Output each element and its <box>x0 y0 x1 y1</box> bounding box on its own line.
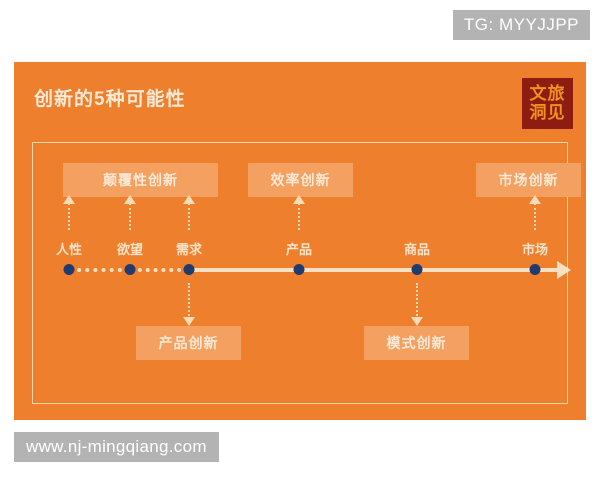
axis-segment <box>299 268 417 272</box>
connector-arrow-icon <box>183 195 195 204</box>
brand-logo: 文旅 洞见 <box>522 78 573 129</box>
timeline-node-label: 需求 <box>175 242 203 257</box>
connector-line <box>68 203 70 230</box>
innovation-box: 模式创新 <box>364 326 469 360</box>
connector-arrow-icon <box>293 195 305 204</box>
connector-line <box>298 203 300 230</box>
connector-arrow-icon <box>411 317 423 326</box>
diagram-frame: 人性 欲望 需求 产品 商品 市场 颠覆性创新效率创新 市场创新产品创新 模式创新 <box>32 142 581 405</box>
axis-segment-tail <box>535 268 557 272</box>
connector-line <box>188 203 190 230</box>
timeline-node-dot <box>63 264 75 275</box>
axis-arrow-icon <box>557 261 571 279</box>
timeline-node-dot <box>529 264 541 275</box>
innovation-box: 市场创新 <box>476 163 581 197</box>
innovation-box: 产品创新 <box>136 326 241 360</box>
timeline-node-dot <box>411 264 423 275</box>
timeline-node-label: 产品 <box>285 242 313 257</box>
connector-arrow-icon <box>529 195 541 204</box>
connector-line <box>188 283 190 319</box>
connector-line <box>416 283 418 319</box>
timeline-node-label: 市场 <box>521 242 549 257</box>
timeline-node-dot <box>124 264 136 275</box>
axis-segment <box>417 268 535 272</box>
connector-arrow-icon <box>183 317 195 326</box>
tg-watermark-badge: TG: MYYJJPP <box>452 10 590 41</box>
connector-line <box>534 203 536 230</box>
axis-segment <box>189 268 299 272</box>
infographic-panel: 创新的5种可能性 文旅 洞见 人性 欲望 需求 产品 商品 市场 颠覆性创新效率创新 市场创新… <box>14 62 586 420</box>
timeline-node-label: 商品 <box>403 242 431 257</box>
logo-line-1: 文旅 <box>529 84 566 104</box>
timeline-node-label: 人性 <box>55 242 83 257</box>
axis-segment <box>130 268 189 272</box>
site-url-watermark: www.nj-mingqiang.com <box>14 431 219 462</box>
page-title: 创新的5种可能性 <box>34 89 186 110</box>
connector-arrow-icon <box>124 195 136 204</box>
timeline-node-dot <box>293 264 305 275</box>
connector-line <box>129 203 131 230</box>
axis-segment <box>69 268 130 272</box>
timeline-node-dot <box>183 264 195 275</box>
timeline-axis: 人性 欲望 需求 产品 商品 市场 颠覆性创新效率创新 市场创新产品创新 模式创新 <box>33 143 581 405</box>
connector-arrow-icon <box>63 195 75 204</box>
innovation-box: 效率创新 <box>248 163 353 197</box>
innovation-box: 颠覆性创新 <box>63 163 218 197</box>
timeline-node-label: 欲望 <box>116 242 144 257</box>
logo-line-2: 洞见 <box>529 102 566 122</box>
